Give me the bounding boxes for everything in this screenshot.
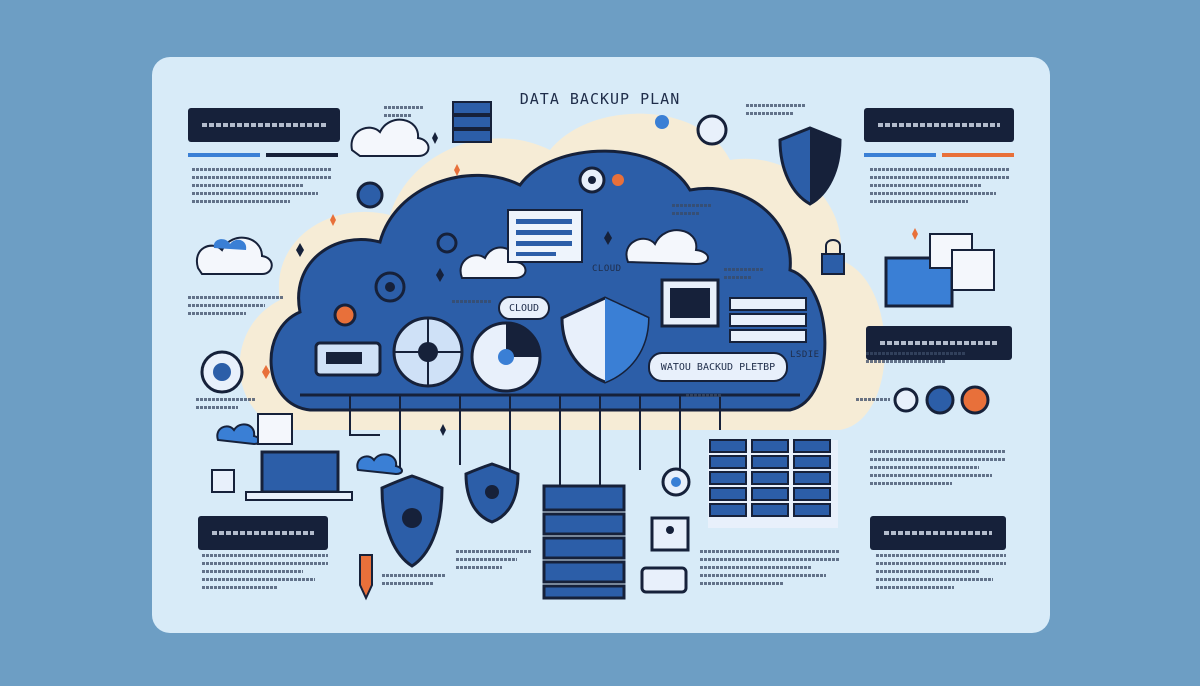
gear-icon [356, 181, 384, 209]
server-icon [729, 297, 807, 343]
text-block [866, 352, 966, 368]
side-mark-label: LSDIE [790, 350, 820, 360]
text-block [724, 268, 764, 284]
backup-platform-pill: WATOU BACKUD PLETBP [648, 352, 788, 382]
section-header-bottom-left [198, 516, 328, 550]
disk-icon [470, 321, 542, 393]
backup-list-panel [708, 439, 838, 528]
gear-icon [960, 385, 990, 415]
cloud-icon [356, 453, 403, 476]
gear-icon [696, 114, 728, 146]
gear-icon [925, 385, 955, 415]
gear-icon [200, 350, 244, 394]
cloud-button: CLOUD [498, 296, 550, 320]
text-block [876, 554, 1006, 594]
laptop-icon [245, 450, 353, 501]
shield-icon [560, 296, 650, 384]
cloud-label: CLOUD [592, 264, 622, 274]
text-block [856, 398, 890, 406]
padlock-icon [650, 516, 690, 552]
section-header-top-left [188, 108, 340, 142]
shield-icon [464, 462, 520, 524]
padlock-icon [211, 469, 235, 493]
gear-icon [374, 271, 406, 303]
gear-icon [578, 166, 606, 194]
text-block [452, 300, 492, 308]
monitor-icon [660, 278, 720, 328]
section-header-bottom-right [870, 516, 1006, 550]
text-block [202, 554, 328, 594]
text-block [746, 104, 806, 120]
text-block [196, 398, 256, 414]
server-icon [542, 484, 626, 600]
page-title: DATA BACKUP PLAN [519, 90, 681, 108]
location-pin-icon [655, 115, 669, 129]
text-block [382, 574, 446, 590]
disk-icon [392, 316, 464, 388]
text-block [870, 168, 1010, 208]
location-pin-icon [661, 467, 691, 497]
text-block [700, 550, 840, 590]
text-block [456, 550, 532, 574]
document-icon [257, 413, 293, 445]
text-block [192, 168, 332, 208]
text-block [672, 204, 712, 220]
server-icon [452, 101, 492, 143]
text-block [870, 450, 1006, 490]
text-block [384, 106, 424, 122]
text-block [686, 394, 722, 402]
document-icon [929, 233, 995, 291]
text-block [188, 296, 284, 320]
cloud-icon [216, 423, 261, 446]
shield-icon [380, 474, 444, 568]
gear-icon [436, 232, 458, 254]
shield-icon [778, 126, 842, 206]
cloud-icon [350, 118, 430, 157]
section-header-top-right [864, 108, 1014, 142]
backup-drive-icon [314, 341, 382, 377]
cloud-icon [625, 229, 709, 266]
gear-icon [893, 387, 919, 413]
location-pin-icon [359, 554, 373, 601]
padlock-icon [821, 239, 845, 275]
gear-icon [333, 303, 357, 327]
document-icon [507, 209, 583, 263]
